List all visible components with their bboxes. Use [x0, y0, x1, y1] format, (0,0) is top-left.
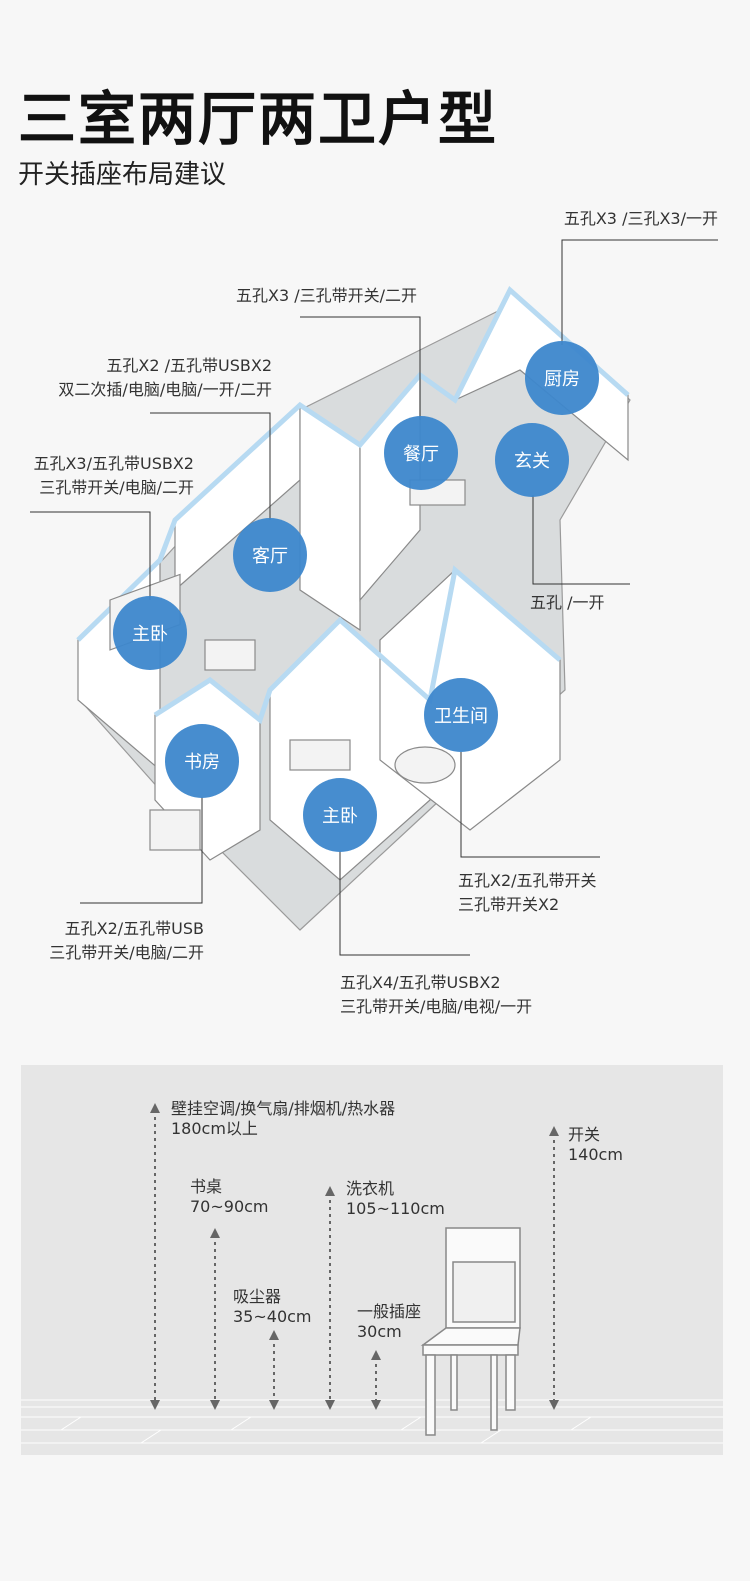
height-item-value: 35~40cm: [233, 1307, 312, 1326]
wall-top-accent: [76, 285, 630, 642]
room-bubble-master-bedroom-2: 主卧: [303, 778, 377, 852]
room-bubble-bathroom: 卫生间: [424, 678, 498, 752]
height-item-name: 书桌: [190, 1177, 223, 1196]
leader-living: [150, 412, 271, 520]
room-bubble-dining: 餐厅: [384, 416, 458, 490]
room-label-bathroom: 卫生间: [434, 706, 488, 727]
room-label-kitchen: 厨房: [544, 369, 580, 390]
callout-bathroom: 五孔X2/五孔带开关 三孔带开关X2: [458, 869, 597, 917]
room-bubble-master-bedroom: 主卧: [113, 596, 187, 670]
leader-master-bedroom: [30, 511, 151, 600]
leader-kitchen: [561, 239, 718, 345]
callout-kitchen: 五孔X3 /三孔X3/一开: [564, 207, 718, 231]
height-item-value: 140cm: [568, 1145, 623, 1164]
callout-line: 三孔带开关/电脑/二开: [49, 943, 204, 962]
height-item-vacuum: 吸尘器 35~40cm: [233, 1287, 312, 1327]
floor-boards: [21, 1399, 723, 1444]
callout-line: 五孔X2 /五孔带USBX2: [106, 356, 272, 375]
callout-line: 五孔X2/五孔带开关: [458, 871, 597, 890]
height-item-desk: 书桌 70~90cm: [190, 1177, 269, 1217]
height-item-name: 一般插座: [357, 1302, 422, 1321]
room-label-dining: 餐厅: [403, 444, 439, 465]
room-bubble-kitchen: 厨房: [525, 341, 599, 415]
desk: [149, 809, 201, 851]
height-item-value: 180cm以上: [171, 1119, 258, 1138]
height-item-value: 105~110cm: [346, 1199, 445, 1218]
callout-master-bedroom: 五孔X3/五孔带USBX2 三孔带开关/电脑/二开: [33, 452, 194, 500]
callout-master-bedroom-2: 五孔X4/五孔带USBX2 三孔带开关/电脑/电视/一开: [340, 971, 532, 1019]
leader-entrance: [532, 495, 630, 585]
height-item-name: 开关: [568, 1125, 601, 1144]
leader-dining: [300, 316, 421, 420]
callout-line: 五孔X3 /三孔X3/一开: [563, 209, 718, 228]
height-item-washer: 洗衣机 105~110cm: [346, 1179, 445, 1219]
leader-master-bedroom-2: [339, 851, 470, 956]
chair-illustration: [420, 1227, 521, 1436]
tv-cabinet: [289, 739, 351, 771]
height-item-wall-appliances: 壁挂空调/换气扇/排烟机/热水器 180cm以上: [171, 1099, 395, 1139]
callout-line: 三孔带开关/电脑/电视/一开: [340, 997, 533, 1016]
wall-top-accent-2: [153, 565, 562, 725]
callout-line: 五孔X3 /三孔带开关/二开: [236, 286, 418, 305]
height-arrows: [154, 1110, 555, 1403]
callout-dining: 五孔X3 /三孔带开关/二开: [236, 284, 417, 308]
callout-line: 五孔X4/五孔带USBX2: [340, 973, 501, 992]
height-item-name: 吸尘器: [233, 1287, 282, 1306]
room-label-study: 书房: [184, 752, 220, 773]
callout-living: 五孔X2 /五孔带USBX2 双二次插/电脑/电脑/一开/二开: [58, 354, 272, 402]
page-subtitle: 开关插座布局建议: [18, 160, 227, 190]
callout-study: 五孔X2/五孔带USB 三孔带开关/电脑/二开: [49, 917, 204, 965]
height-item-name: 洗衣机: [346, 1179, 395, 1198]
height-item-name: 壁挂空调/换气扇/排烟机/热水器: [171, 1099, 396, 1118]
leader-study: [80, 797, 203, 904]
bathtub: [394, 746, 456, 784]
room-bubble-living: 客厅: [233, 518, 307, 592]
height-panel-graphics: [21, 1103, 723, 1444]
sofa: [204, 639, 256, 671]
callout-line: 三孔带开关/电脑/二开: [39, 478, 194, 497]
room-bubble-study: 书房: [165, 724, 239, 798]
room-label-living: 客厅: [252, 546, 288, 567]
room-label-master-bedroom-2: 主卧: [322, 806, 358, 827]
room-label-master-bedroom: 主卧: [132, 624, 168, 645]
callout-entrance: 五孔 /一开: [530, 591, 604, 615]
arrow-heads: [150, 1103, 559, 1410]
callout-line: 双二次插/电脑/电脑/一开/二开: [58, 380, 272, 399]
room-label-entrance: 玄关: [514, 451, 550, 472]
room-bubble-entrance: 玄关: [495, 423, 569, 497]
leader-lines: [30, 239, 718, 956]
installation-height-panel: 壁挂空调/换气扇/排烟机/热水器 180cm以上 书桌 70~90cm 吸尘器 …: [21, 1065, 723, 1455]
leader-bathroom: [460, 752, 600, 858]
callout-line: 五孔X3/五孔带USBX2: [33, 454, 194, 473]
page-title: 三室两厅两卫户型: [18, 85, 499, 153]
callout-line: 五孔X2/五孔带USB: [64, 919, 204, 938]
callout-line: 五孔 /一开: [530, 593, 605, 612]
height-item-switch: 开关 140cm: [568, 1125, 623, 1165]
height-item-value: 30cm: [357, 1322, 402, 1341]
height-item-outlet: 一般插座 30cm: [357, 1302, 421, 1342]
floor-plan-diagram: 厨房 餐厅 玄关 客厅 主卧 卫生间 书房 主卧: [30, 239, 718, 956]
callout-line: 三孔带开关X2: [458, 895, 560, 914]
height-item-value: 70~90cm: [190, 1197, 269, 1216]
